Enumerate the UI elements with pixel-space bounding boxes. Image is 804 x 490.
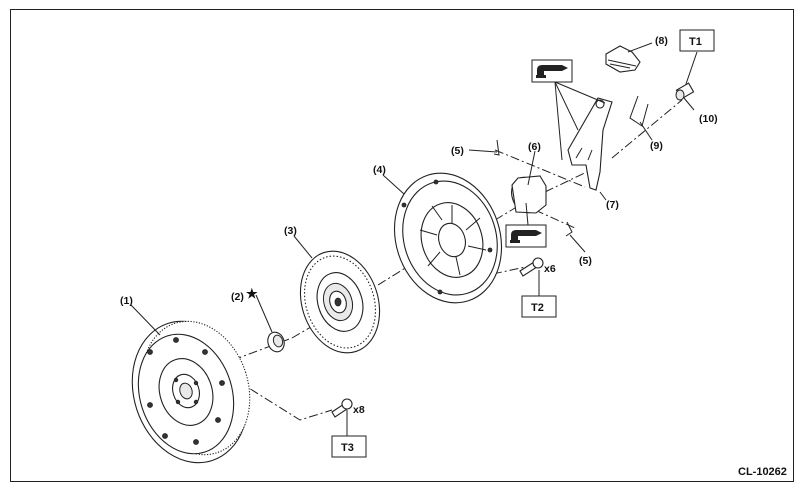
qty-pressure-plate-bolts: x6 xyxy=(544,263,556,275)
leader-lines xyxy=(130,42,698,436)
part-label-1: (1) xyxy=(120,295,133,307)
clutch-cover-part xyxy=(393,172,503,304)
clip-part-upper xyxy=(493,139,500,156)
part-label-4: (4) xyxy=(373,164,386,176)
part-label-9: (9) xyxy=(650,140,663,152)
release-bearing-part xyxy=(511,175,547,214)
reference-code: CL-10262 xyxy=(738,466,787,478)
grease-icon xyxy=(505,224,547,248)
part-label-8: (8) xyxy=(655,35,668,47)
pivot-part xyxy=(675,82,695,101)
torque-box-t1: T1 xyxy=(679,29,715,52)
clip-part-lower xyxy=(565,221,573,237)
star-symbol: ★ xyxy=(246,286,258,301)
part-label-6: (6) xyxy=(528,141,541,153)
part-label-7: (7) xyxy=(606,199,619,211)
flywheel-bolt xyxy=(331,398,353,418)
release-fork-part xyxy=(567,97,613,191)
boot-part xyxy=(605,45,641,73)
torque-label-t1: T1 xyxy=(689,36,702,48)
qty-flywheel-bolts: x8 xyxy=(353,404,365,416)
grease-icon xyxy=(531,59,573,83)
torque-box-t3: T3 xyxy=(331,435,367,458)
part-label-5-lower: (5) xyxy=(579,255,592,267)
part-label-10: (10) xyxy=(699,113,718,125)
pressure-plate-bolt xyxy=(519,257,544,277)
part-label-3: (3) xyxy=(284,225,297,237)
part-label-2: (2) xyxy=(231,291,244,303)
torque-label-t3: T3 xyxy=(341,442,354,454)
pilot-bearing-part xyxy=(267,331,285,353)
part-label-5-upper: (5) xyxy=(451,145,464,157)
flywheel-part xyxy=(131,320,251,464)
torque-box-t2: T2 xyxy=(521,295,557,318)
clutch-disc-part xyxy=(299,250,381,354)
spring-clip-part xyxy=(629,95,649,127)
diagram-frame xyxy=(10,9,794,482)
torque-label-t2: T2 xyxy=(531,302,544,314)
